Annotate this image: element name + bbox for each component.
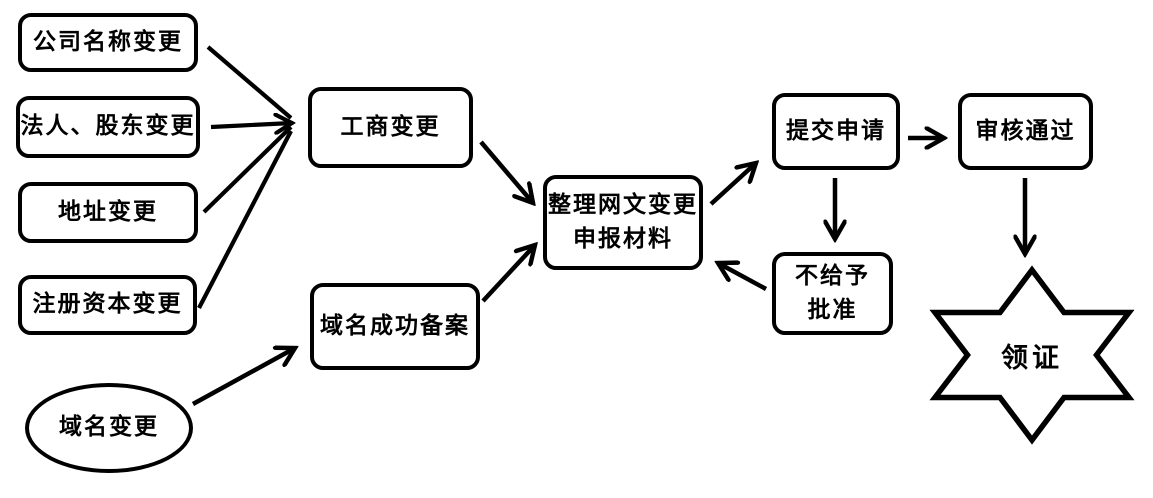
node-label-line1: 整理网文变更	[548, 192, 698, 219]
node-review-passed: 审核通过	[958, 93, 1093, 170]
node-approval-denied: 不给予 批准	[772, 252, 893, 335]
node-submit-application: 提交申请	[772, 93, 900, 170]
node-label: 地址变更	[58, 198, 158, 225]
edge-legal-shareholder-to-business	[210, 123, 292, 127]
node-business-registration-change: 工商变更	[308, 87, 473, 168]
node-address-change: 地址变更	[18, 182, 198, 243]
node-legal-shareholder-change: 法人、股东变更	[16, 96, 200, 158]
edge-rejected-to-materials	[718, 263, 768, 291]
node-label: 领证	[1001, 342, 1063, 374]
certificate-star-shape	[929, 265, 1135, 445]
edge-materials-to-submit	[709, 163, 756, 206]
edge-business-to-materials	[479, 140, 533, 203]
node-label-line2: 批准	[807, 296, 858, 323]
node-company-name-change: 公司名称变更	[18, 13, 198, 72]
edge-address-to-business	[202, 125, 293, 214]
edge-domain-filed-to-materials	[481, 245, 535, 303]
node-domain-successfully-filed: 域名成功备案	[310, 283, 480, 370]
edge-domain-change-to-domain-filed	[191, 348, 295, 406]
node-label: 注册资本变更	[32, 291, 183, 318]
node-label: 不给予 批准	[795, 260, 870, 327]
node-label: 公司名称变更	[33, 28, 183, 55]
edge-company-name-to-business	[206, 45, 293, 120]
node-label: 工商变更	[340, 113, 441, 140]
node-registered-capital-change: 注册资本变更	[18, 275, 197, 335]
node-label: 审核通过	[975, 117, 1076, 144]
edge-registered-capital-to-business	[197, 130, 293, 309]
node-label-line2: 申报材料	[573, 225, 673, 252]
node-label: 提交申请	[786, 117, 886, 144]
node-receive-certificate: 领证	[972, 332, 1092, 378]
node-label: 法人、股东变更	[20, 113, 196, 140]
node-label: 整理网文变更 申报材料	[548, 189, 698, 256]
node-label: 域名成功备案	[320, 312, 470, 339]
node-prepare-declaration-materials: 整理网文变更 申报材料	[543, 175, 703, 270]
node-label-line1: 不给予	[795, 263, 870, 290]
node-label: 域名变更	[59, 414, 159, 441]
node-domain-name-change: 域名变更	[25, 383, 193, 473]
